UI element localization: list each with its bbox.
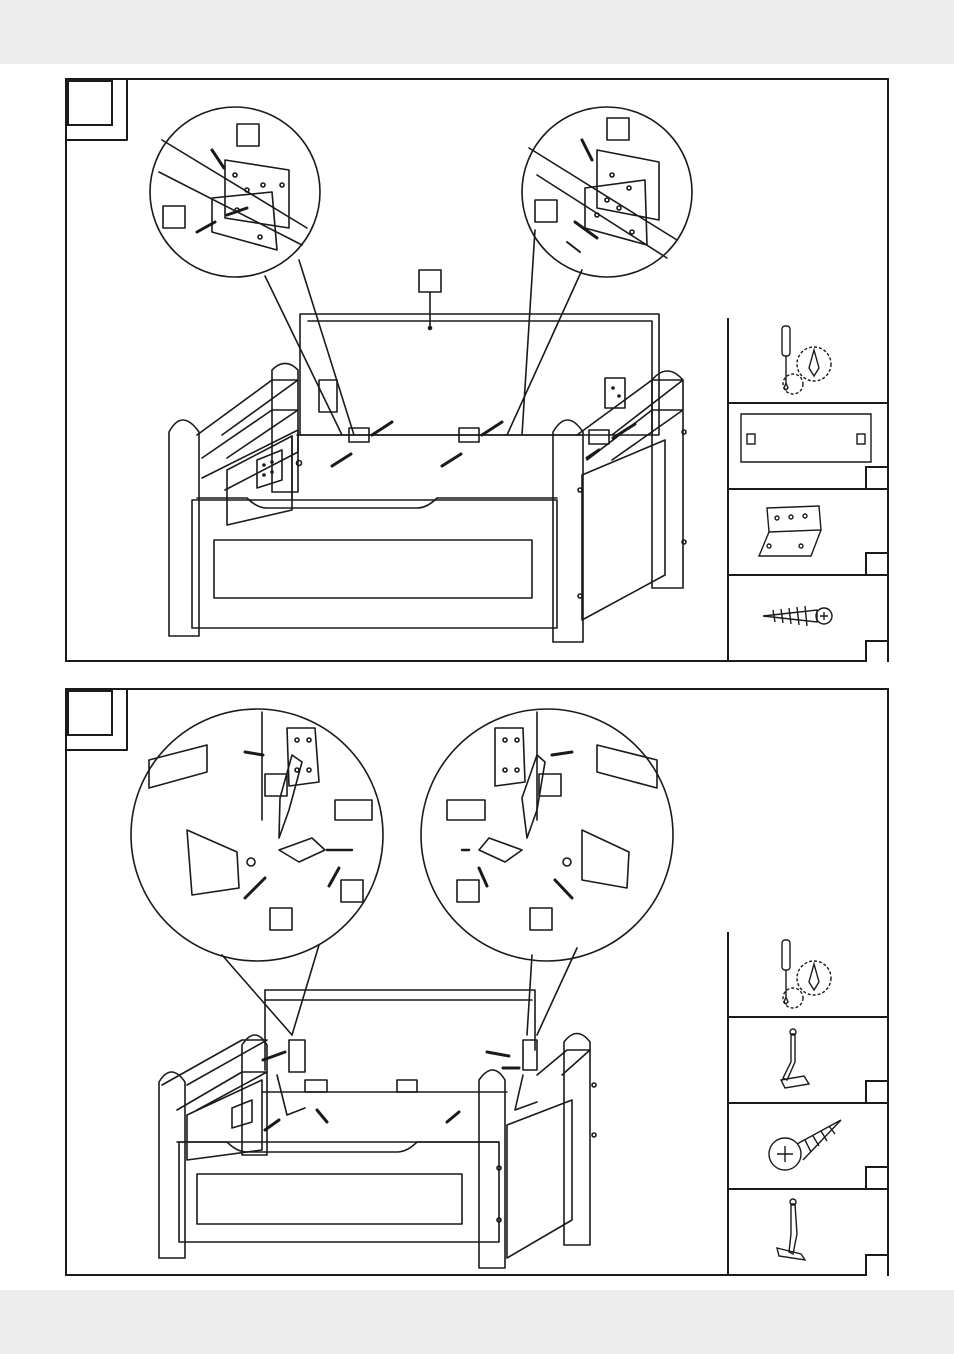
hinge-icon: [757, 505, 822, 557]
part-cell-screw-large: [729, 1104, 887, 1190]
step-number-box-b: [67, 690, 113, 736]
top-margin-band: [0, 0, 954, 64]
lid-stay-icon: [779, 1028, 811, 1089]
part-tag: [865, 552, 887, 574]
screwdriver-icon: [781, 325, 832, 395]
step-panel-a: [65, 78, 889, 662]
screw-icon: [762, 605, 833, 627]
part-tag: [865, 1166, 887, 1188]
step-number-box-a: [67, 80, 113, 126]
part-cell-lid-panel: [729, 404, 887, 490]
parts-list-a: [727, 318, 887, 662]
part-cell-lid-stay-mirrored: [729, 1190, 887, 1276]
part-cell-hinge: [729, 490, 887, 576]
parts-list-b: [727, 932, 887, 1276]
panel-icon: [740, 413, 872, 463]
part-cell-lid-stay: [729, 1018, 887, 1104]
part-cell-screwdriver: [729, 318, 887, 404]
part-cell-screw: [729, 576, 887, 662]
part-tag: [865, 466, 887, 488]
part-tag: [865, 1254, 887, 1276]
lid-stay-icon: [776, 1198, 807, 1261]
step-panel-b: [65, 688, 889, 1276]
screw-icon: [768, 1119, 842, 1171]
bottom-margin-band: [0, 1290, 954, 1354]
part-cell-screwdriver: [729, 932, 887, 1018]
screwdriver-icon: [781, 939, 832, 1009]
part-tag: [865, 1080, 887, 1102]
assembly-illustration-a: [67, 80, 693, 643]
assembly-illustration-b: [67, 690, 674, 1269]
part-tag: [865, 640, 887, 662]
